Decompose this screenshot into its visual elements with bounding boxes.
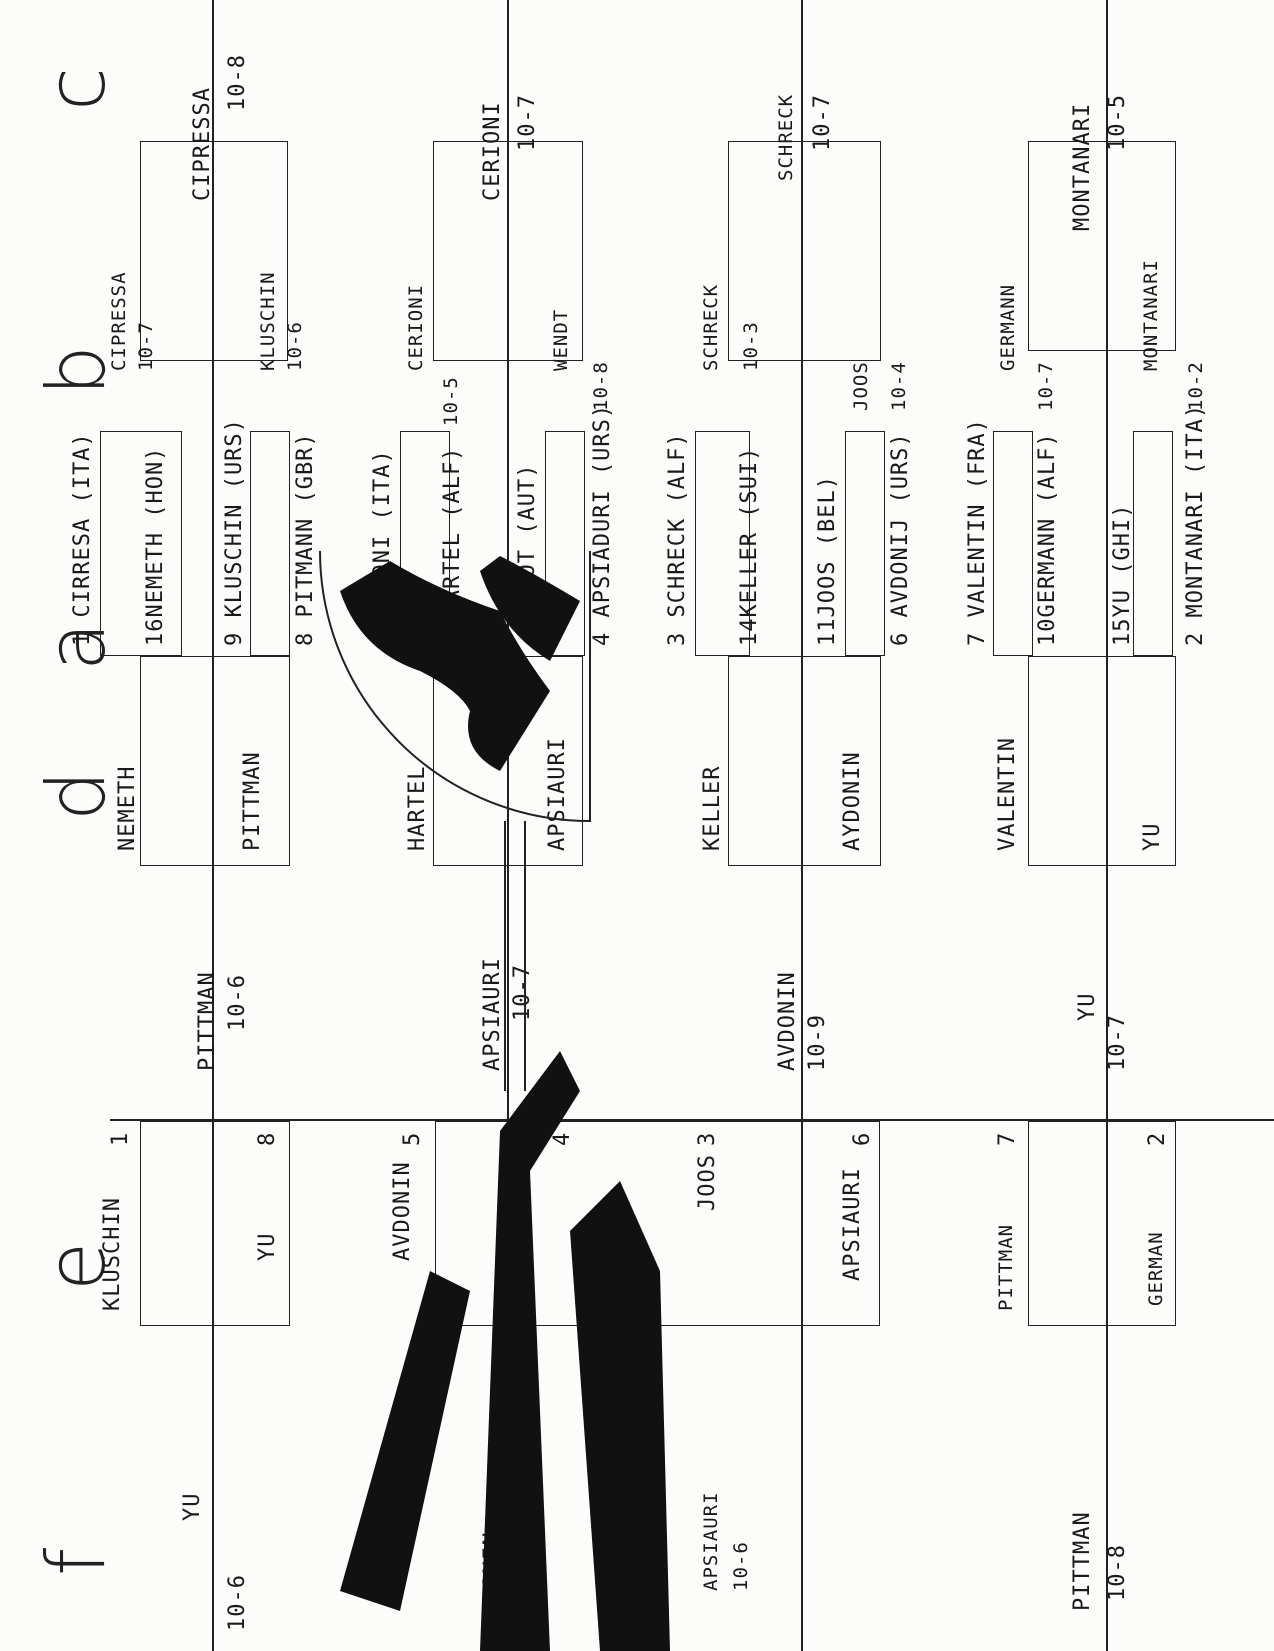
match-box — [993, 431, 1033, 656]
winner-score: 10-6 — [284, 321, 306, 371]
seed-number: 1 — [108, 1131, 133, 1146]
seed-number: 2 — [1145, 1131, 1170, 1146]
final-name: KLUSCHIN — [100, 1197, 125, 1311]
entry-name: 2 MONTANARI (ITA) — [1183, 403, 1208, 646]
semi-score: 10-9 — [805, 1014, 830, 1071]
continent-shape — [480, 556, 580, 661]
entry-name: 15YU (GHI) — [1110, 503, 1135, 646]
semi-winner: AVDONIN — [775, 971, 800, 1071]
column-letter-d: d — [30, 769, 123, 821]
entry-name: 11JOOS (BEL) — [815, 475, 840, 646]
entry-name: 16NEMETH (HON) — [143, 446, 168, 646]
final-name: APSIAURI — [840, 1167, 865, 1281]
winner-name: JOOS — [850, 361, 872, 411]
winner-score: 10-4 — [888, 361, 910, 411]
champion-score: 10-6 — [730, 1541, 752, 1591]
match-box — [845, 431, 885, 656]
semi-name: VALENTIN — [995, 737, 1020, 851]
winner-name: CERIONI — [405, 283, 427, 371]
entry-name: 7 VALENTIN (FRA) — [965, 418, 990, 646]
round-score: 10-7 — [515, 94, 540, 151]
match-box — [1133, 431, 1173, 656]
winner-name: GERMANN — [997, 283, 1019, 371]
round-winner: CERIONI — [480, 101, 505, 201]
match-box — [250, 431, 290, 656]
semi-name: AYDONIN — [840, 751, 865, 851]
entry-name: 1 CIRRESA (ITA) — [70, 432, 95, 646]
final-name: PITTMAN — [995, 1223, 1017, 1311]
winner-score: 10-7 — [135, 321, 157, 371]
logo-stripe — [570, 1181, 670, 1651]
winner-score: 10-5 — [440, 376, 462, 426]
winner-score: 10-7 — [1035, 361, 1057, 411]
entry-name: 9 KLUSCHIN (URS) — [222, 418, 247, 646]
final-name: YU — [255, 1232, 280, 1262]
semi-name: PITTMAN — [240, 751, 265, 851]
semi-score: 10-6 — [225, 974, 250, 1031]
champion-name: PITTMAN — [1070, 1511, 1095, 1611]
winner-name: SCHRECK — [700, 283, 722, 371]
entry-name: 6 AVDONIJ (URS) — [888, 432, 913, 646]
seed-number: 8 — [255, 1131, 280, 1146]
round-score: 10-7 — [810, 94, 835, 151]
round-winner: CIPRESSA — [190, 87, 215, 201]
semi-name: NEMETH — [115, 765, 140, 851]
round-score: 10-5 — [1105, 94, 1130, 151]
champion-name: YU — [180, 1492, 205, 1522]
semi-name: YU — [1140, 822, 1165, 852]
seed-number: 7 — [995, 1131, 1020, 1146]
champion-score: 10-8 — [1105, 1544, 1130, 1601]
final-box — [140, 1121, 290, 1326]
semi-winner: PITTMAN — [195, 971, 220, 1071]
winner-score: 10-3 — [740, 321, 762, 371]
winner-name: WENDT — [550, 308, 572, 371]
champion-score: 10-6 — [225, 1574, 250, 1631]
winner-name: KLUSCHIN — [257, 271, 279, 371]
semi-winner: YU — [1075, 992, 1100, 1022]
winner-score: 10-8 — [590, 361, 612, 411]
logo-post — [504, 821, 526, 1091]
winner-name: MONTANARI — [1140, 259, 1162, 371]
column-letter-f: f — [30, 1546, 123, 1576]
round-box — [140, 656, 290, 866]
logo-stripe — [480, 1051, 580, 1651]
column-letter-c: c — [30, 66, 123, 111]
globe-logo-graphic — [319, 550, 670, 1651]
final-name: GERMAN — [1145, 1231, 1167, 1306]
round-score: 10-8 — [225, 54, 250, 111]
seed-number: 6 — [850, 1131, 875, 1146]
round-winner: MONTANARI — [1070, 102, 1095, 231]
round-winner: SCHRECK — [775, 93, 797, 181]
entry-name: 10GERMANN (ALF) — [1035, 432, 1060, 646]
entry-name: 14KELLER (SUI) — [737, 446, 762, 646]
winner-name: CIPRESSA — [108, 271, 130, 371]
semi-score: 10-7 — [1105, 1014, 1130, 1071]
logo-stripe — [340, 1271, 470, 1611]
winner-score: 10-2 — [1185, 361, 1207, 411]
continent-shape — [340, 561, 550, 771]
match-box — [100, 431, 182, 656]
globe-outline — [319, 550, 591, 823]
